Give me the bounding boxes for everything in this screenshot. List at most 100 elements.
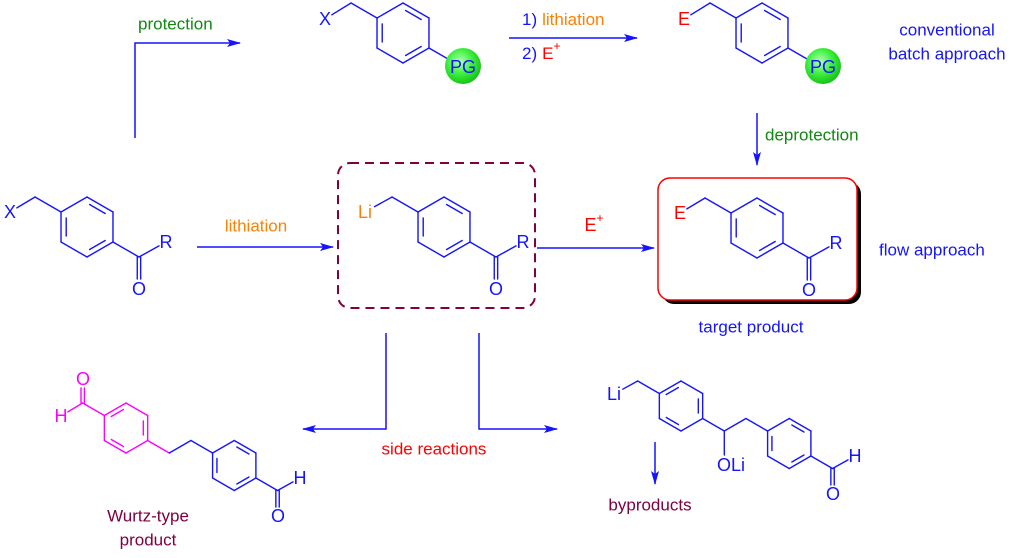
single-bond <box>350 2 378 19</box>
atom-label-carbonyl-oxygen: O <box>132 279 146 299</box>
single-bond <box>701 417 726 432</box>
aromatic-inner-bond <box>404 45 422 57</box>
single-bond <box>16 196 36 209</box>
single-bond <box>331 2 352 16</box>
atom-label-substituent: R <box>517 232 530 252</box>
ring-bond <box>680 380 704 395</box>
single-bond <box>67 402 84 413</box>
single-bond <box>112 241 140 258</box>
batch-step2-electrophile: E <box>542 44 553 63</box>
organolithium-intermediate-box <box>337 162 536 309</box>
single-bond <box>810 455 834 470</box>
atom-label-electrophile: E <box>678 9 690 29</box>
single-bond <box>690 2 711 16</box>
atom-label-aldehyde-hydrogen: H <box>55 406 68 426</box>
wurtz-product-caption-line1: Wurtz-type <box>107 507 189 526</box>
single-bond <box>831 459 849 470</box>
electrophile-symbol: E <box>584 215 596 235</box>
byproducts-caption: byproducts <box>608 496 691 515</box>
single-bond <box>469 241 497 258</box>
ring-bond <box>761 2 789 19</box>
ring-bond <box>376 47 404 64</box>
ring-bond <box>735 47 763 64</box>
single-bond <box>276 481 294 492</box>
ring-bond <box>730 242 758 259</box>
ring-bond <box>103 402 127 417</box>
atom-label-aldehyde-hydrogen: H <box>294 468 307 488</box>
atom-label-carbonyl-oxygen: O <box>802 280 816 300</box>
ring-bond <box>735 2 763 19</box>
batch-step2-index: 2) <box>522 44 537 63</box>
aromatic-inner-bond <box>110 438 125 448</box>
ring-bond <box>233 477 257 492</box>
atom-label-lithium: Li <box>607 384 621 404</box>
aromatic-inner-bond <box>236 446 250 455</box>
aromatic-inner-bond <box>758 240 776 252</box>
wurtz-product-caption-line2: product <box>120 531 177 550</box>
ring-bond <box>766 417 790 432</box>
aromatic-inner-bond <box>665 386 680 396</box>
flow-route-label: flow approach <box>879 241 985 260</box>
side-reaction-arrow-right <box>478 333 558 433</box>
ring-bond <box>658 417 682 432</box>
batch-step2-label: 2)E+ <box>522 39 560 63</box>
aromatic-inner-bond <box>445 239 463 251</box>
single-bond <box>34 196 62 213</box>
wurtz-product-magenta-fragment <box>67 387 171 454</box>
ring-bond <box>417 241 445 258</box>
protecting-group-label: PG <box>450 57 476 77</box>
batch-step1-reagent: lithiation <box>542 10 604 29</box>
ring-bond <box>730 197 758 214</box>
ring-bond <box>402 47 430 64</box>
target-product-caption: target product <box>699 318 804 337</box>
atom-label-lithium: Li <box>358 202 372 222</box>
aromatic-inner-bond <box>665 416 680 426</box>
side-reactions-label: side reactions <box>382 440 487 459</box>
atom-label-substituent: R <box>160 232 173 252</box>
target-product-structure <box>686 197 830 281</box>
atom-label-aldehyde-oxygen: O <box>271 506 285 526</box>
atom-label-leaving-group: X <box>4 202 16 222</box>
batch-route-label-line2: batch approach <box>888 45 1005 64</box>
atom-label-aldehyde-hydrogen: H <box>849 446 862 466</box>
aromatic-inner-bond <box>445 203 463 215</box>
ring-bond <box>60 241 88 258</box>
single-bond <box>391 196 419 213</box>
ring-bond <box>86 241 114 258</box>
target-product-box <box>657 177 858 301</box>
single-bond <box>373 196 393 208</box>
atom-label-aldehyde-oxygen: O <box>826 484 840 504</box>
protection-arrow <box>134 39 241 138</box>
ring-bond <box>761 47 789 64</box>
aromatic-inner-bond <box>791 424 805 433</box>
deprotection-step-label: deprotection <box>765 126 859 145</box>
ring-bond <box>233 439 257 454</box>
aromatic-inner-bond <box>763 45 781 57</box>
protected-product-structure <box>690 2 815 64</box>
protected-halide-structure <box>331 2 456 64</box>
single-bond <box>622 380 639 390</box>
aromatic-inner-bond <box>88 203 106 215</box>
single-bond <box>255 477 279 492</box>
single-bond <box>495 245 517 258</box>
aromatic-inner-bond <box>791 454 805 463</box>
single-bond <box>709 2 737 19</box>
single-bond <box>723 417 747 432</box>
aromatic-inner-bond <box>236 476 250 485</box>
single-bond <box>81 402 106 417</box>
single-bond <box>808 246 830 259</box>
protecting-group-circle <box>445 48 481 84</box>
ring-bond <box>443 241 471 258</box>
ring-bond <box>756 242 784 259</box>
protecting-group-label: PG <box>810 57 836 77</box>
aromatic-inner-bond <box>88 239 106 251</box>
atom-label-alkoxide: OLi <box>717 455 745 475</box>
wurtz-product-blue-fragment <box>168 439 294 508</box>
ring-bond <box>658 380 682 395</box>
single-bond <box>146 439 171 454</box>
single-bond <box>168 439 192 454</box>
single-bond <box>745 417 769 432</box>
electrophile-quench-label: E+ <box>584 211 603 235</box>
addition-adduct-structure <box>622 380 849 486</box>
ring-bond <box>211 439 235 454</box>
